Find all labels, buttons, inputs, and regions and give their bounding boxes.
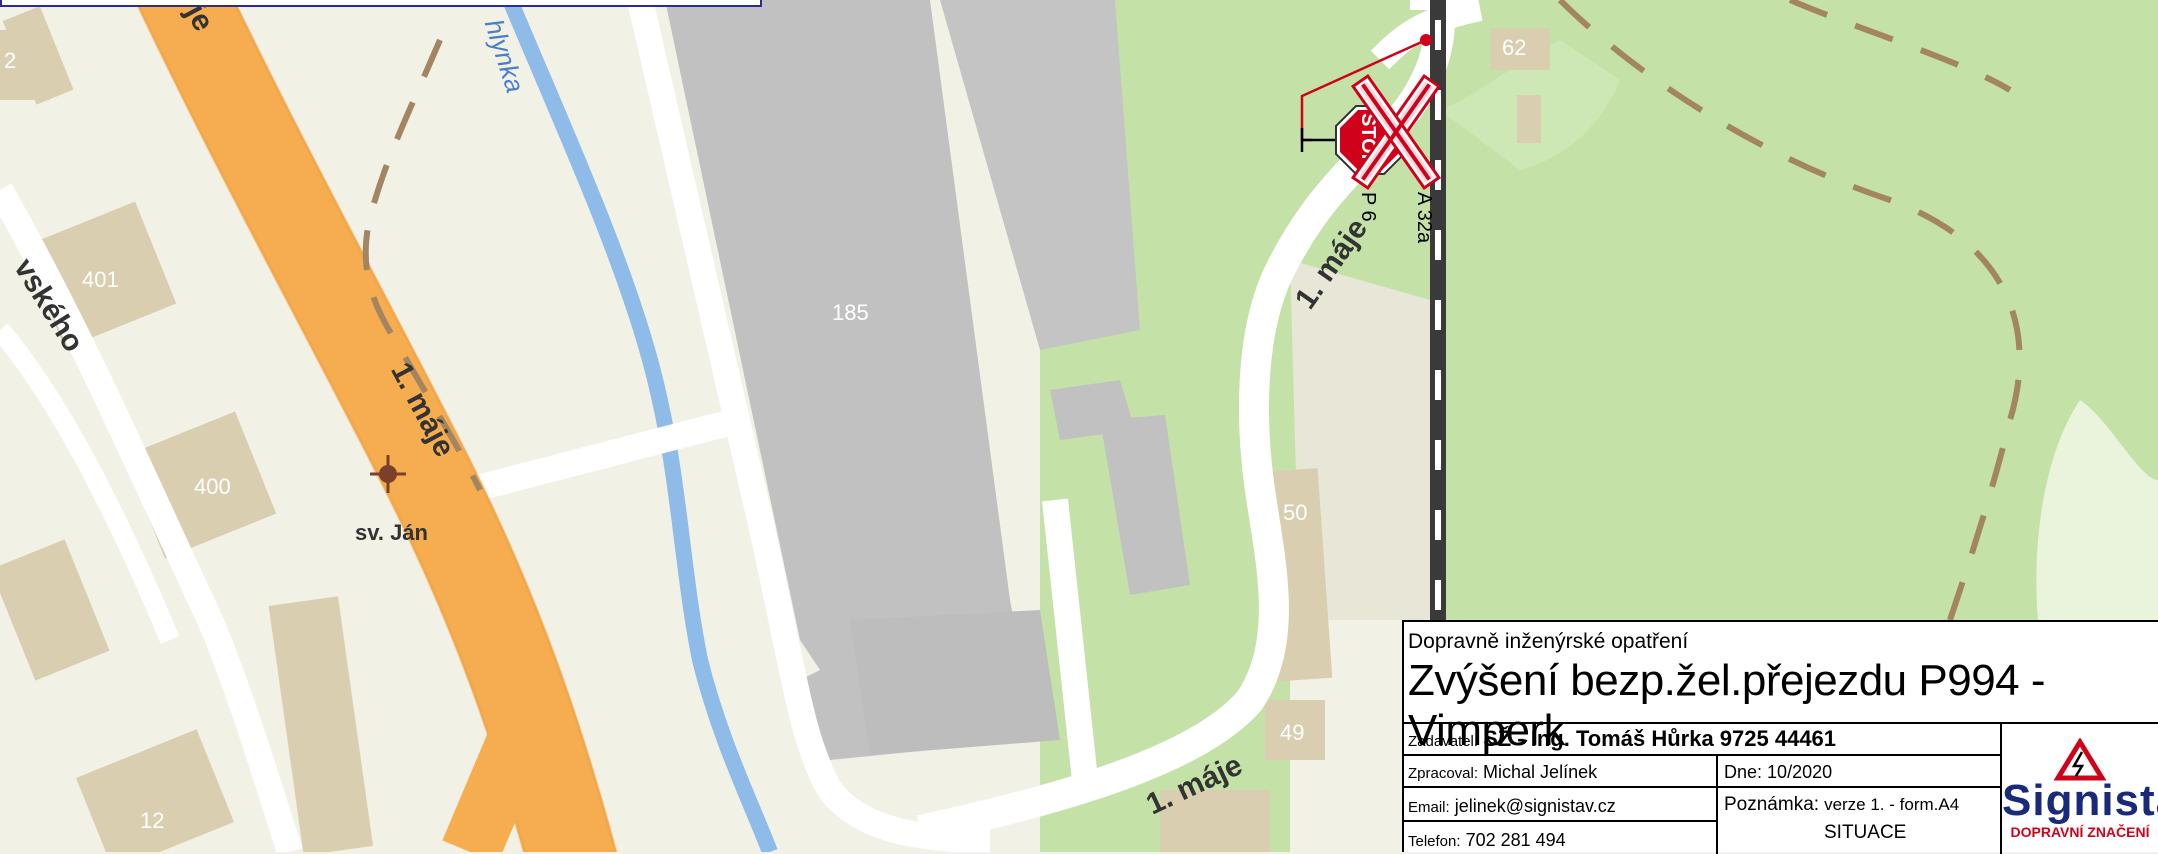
title-block-subtitle: Dopravně inženýrské opatření	[1408, 630, 1689, 653]
title-block-divider-col-mid	[1716, 754, 1718, 854]
note-row: Poznámka: verze 1. - form.A4	[1724, 794, 1959, 816]
road-industrial-west	[627, 0, 991, 852]
chapel-icon	[370, 455, 406, 493]
warning-triangle-icon	[2053, 738, 2107, 781]
client-value: SŽ - Ing. Tomáš Hůrka 9725 44461	[1483, 726, 1837, 751]
note-label: Poznámka:	[1724, 794, 1820, 815]
client-label: Zadavatel:	[1408, 733, 1479, 750]
sign-code-a32a: A 32a	[1413, 192, 1435, 244]
phone-row: Telefon: 702 281 494	[1408, 830, 1566, 851]
road-left	[0, 183, 303, 852]
forest-clearing	[2036, 400, 2158, 640]
stream	[502, 0, 778, 852]
footpath-dashed	[362, 38, 483, 492]
title-block-divider-top	[1404, 722, 2158, 724]
grass-parcel	[1290, 260, 1440, 620]
building-number-2: 2	[4, 48, 16, 73]
forest-path-2	[1788, 0, 2012, 93]
main-road-lower-spur	[442, 698, 558, 852]
client-row: Zadavatel: SŽ - Ing. Tomáš Hůrka 9725 44…	[1408, 726, 1836, 752]
phone-value: 702 281 494	[1465, 830, 1566, 850]
author-label: Zpracoval:	[1408, 765, 1479, 782]
email-value: jelinek@signistav.cz	[1454, 796, 1616, 816]
date-label: Dne:	[1724, 762, 1763, 782]
building-185	[665, 0, 1030, 760]
building-62	[1490, 28, 1550, 70]
author-row: Zpracoval: Michal Jelínek	[1408, 762, 1597, 783]
building-number-62: 62	[1502, 35, 1526, 60]
building-number-185: 185	[832, 300, 869, 325]
chapel-label: sv. Ján	[355, 520, 428, 545]
building-49	[1265, 700, 1325, 760]
building-number-12: 12	[140, 808, 164, 833]
building-number-50: 50	[1283, 500, 1307, 525]
railway-crossing-sign-icon	[1350, 73, 1442, 191]
road-crossing	[1370, 0, 1483, 70]
title-block-divider-row1	[1404, 754, 2000, 756]
building-left-mid	[0, 539, 110, 681]
note-value: verze 1. - form.A4	[1824, 795, 1960, 814]
building-gray-lower	[850, 610, 1060, 755]
top-legend-frame-edge	[0, 0, 762, 7]
author-value: Michal Jelínek	[1483, 762, 1598, 782]
date-row: Dne: 10/2020	[1724, 762, 1832, 783]
road-left-branch	[0, 323, 180, 644]
road-industrial-east	[1042, 498, 1098, 782]
title-block-divider-row2	[1404, 786, 2000, 788]
building-bottom-right	[1160, 790, 1270, 852]
building-tall-left	[268, 596, 374, 852]
forest-path-1	[1557, 0, 2023, 621]
building-gray-mid	[1100, 415, 1190, 595]
building-number-49: 49	[1280, 720, 1304, 745]
building-number-401: 401	[82, 267, 119, 292]
phone-label: Telefon:	[1408, 833, 1461, 850]
signistav-logo: Signistav DOPRAVNÍ ZNAČENÍ	[2002, 738, 2158, 850]
building-number-400: 400	[194, 474, 231, 499]
building-62-small	[1517, 95, 1541, 143]
building-185-annex	[940, 0, 1140, 350]
title-block-divider-col-logo	[2000, 722, 2002, 854]
title-block: Dopravně inženýrské opatření Zvýšení bez…	[1402, 620, 2158, 854]
logo-wordmark: Signistav	[2002, 776, 2158, 825]
date-value: 10/2020	[1767, 762, 1833, 782]
road-industrial-access	[466, 407, 744, 503]
sign-code-p6: P 6	[1357, 192, 1379, 222]
sheet-name: SITUACE	[1824, 822, 1907, 843]
email-label: Email:	[1408, 799, 1450, 816]
sign-location-dot	[1420, 34, 1432, 46]
building-2b	[2, 6, 74, 105]
building-12	[76, 729, 234, 852]
email-row: Email: jelinek@signistav.cz	[1408, 796, 1616, 817]
logo-subtitle: DOPRAVNÍ ZNAČENÍ	[2010, 824, 2150, 840]
title-block-divider-row3	[1404, 820, 1716, 822]
title-block-title: Zvýšení bezp.žel.přejezdu P994 - Vimperk	[1408, 656, 2046, 755]
